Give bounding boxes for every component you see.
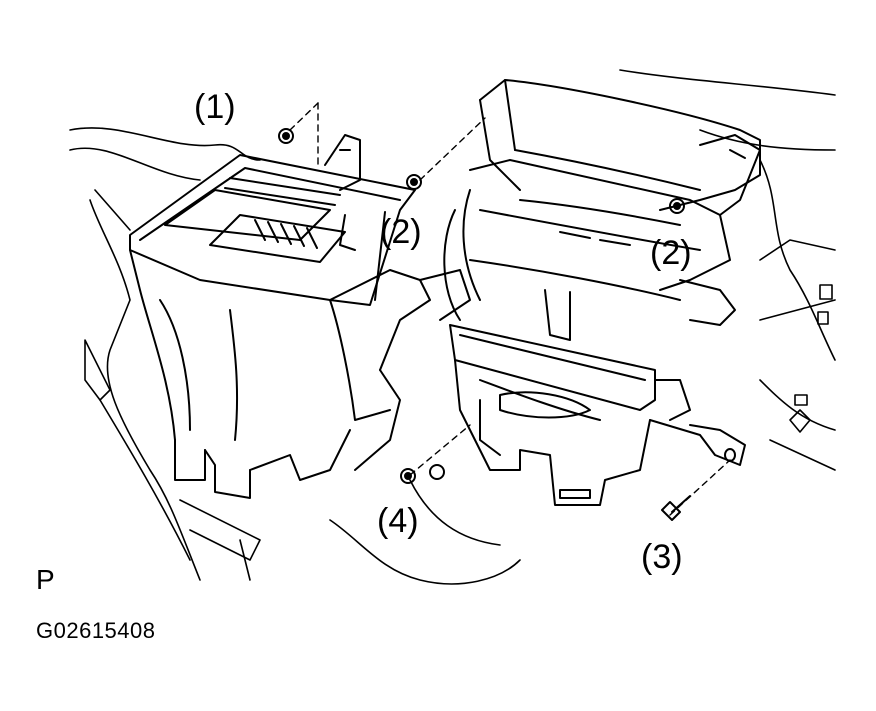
figure-id: G02615408 bbox=[36, 618, 156, 643]
nut-4 bbox=[401, 465, 444, 483]
upper-bracket bbox=[290, 103, 360, 190]
left-duct-case bbox=[130, 155, 430, 498]
nut-2-left bbox=[407, 175, 421, 189]
right-blower-unit bbox=[420, 80, 760, 505]
callout-2-right: (2) bbox=[650, 234, 692, 272]
dash-panel-outline bbox=[70, 70, 835, 584]
callout-3: (3) bbox=[641, 538, 683, 576]
callout-2-left: (2) bbox=[380, 213, 422, 251]
nut-2-right bbox=[670, 199, 684, 213]
bolt-3 bbox=[662, 496, 690, 520]
callout-4: (4) bbox=[377, 502, 419, 540]
callout-1: (1) bbox=[194, 88, 236, 126]
corner-mark: P bbox=[36, 564, 55, 595]
nut-1 bbox=[279, 129, 293, 143]
